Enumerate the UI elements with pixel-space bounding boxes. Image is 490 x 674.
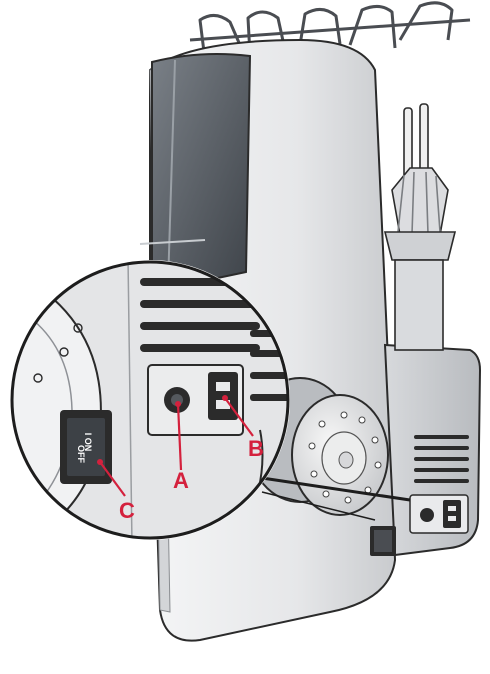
zoom-detail-circle: I ON OFF <box>10 260 290 540</box>
front-window <box>151 53 252 292</box>
switch-off-label: OFF <box>76 445 86 463</box>
callout-label-c: C <box>119 498 135 523</box>
callouts: A B C <box>97 395 264 523</box>
thread-stand <box>189 1 471 61</box>
callout-label-b: B <box>248 436 264 461</box>
spool-holder <box>383 103 457 351</box>
power-switch: I ON OFF <box>60 410 112 484</box>
machine-socket-panel <box>409 494 469 534</box>
machine-power-switch <box>370 526 396 556</box>
switch-on-label: I ON <box>83 433 93 452</box>
side-vents <box>414 435 469 483</box>
callout-label-a: A <box>173 468 189 493</box>
